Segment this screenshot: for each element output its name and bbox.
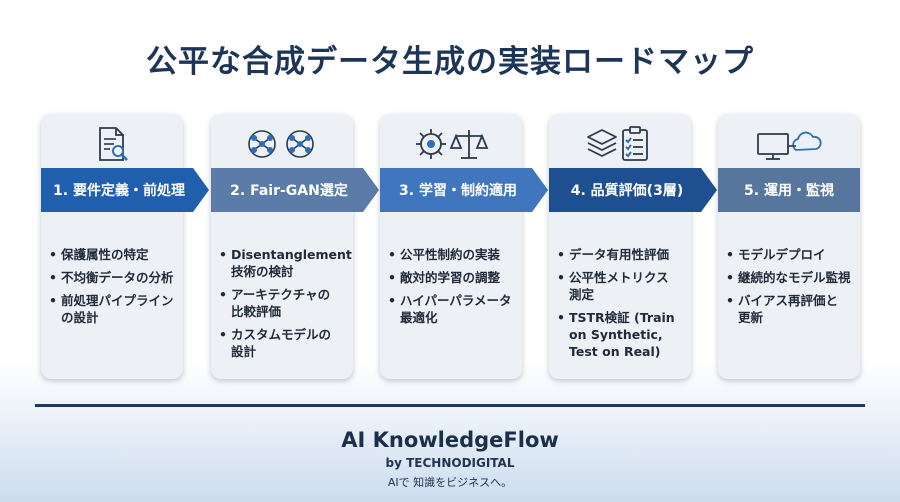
bullet: 保護属性の特定: [49, 246, 175, 263]
step-banner-4: 4. 品質評価(3層): [549, 168, 717, 212]
step-card-3: 公平性制約の実装 敵対的学習の調整 ハイパーパラメータ 最適化: [380, 114, 522, 379]
step-5-bullets: モデルデプロイ 継続的なモデル監視 バイアス再評価と 更新: [726, 246, 852, 332]
divider: [35, 404, 865, 407]
step-card-2: Disentanglement 技術の検討 アーキテクチャの 比較評価 カスタム…: [211, 114, 353, 379]
step-banner-2: 2. Fair-GAN選定: [211, 168, 379, 212]
step-banner-3: 3. 学習・制約適用: [380, 168, 548, 212]
bullet: 敵対的学習の調整: [388, 269, 514, 286]
bullet: 公平性制約の実装: [388, 246, 514, 263]
step-card-1: 保護属性の特定 不均衡データの分析 前処理パイプライン の設計: [41, 114, 183, 379]
step-banner-5: 5. 運用・監視: [718, 168, 860, 212]
page-title: 公平な合成データ生成の実装ロードマップ: [146, 44, 754, 80]
layers-checklist-icon: [549, 124, 691, 164]
bullet: 前処理パイプライン の設計: [49, 292, 175, 326]
bullet: バイアス再評価と 更新: [726, 292, 852, 326]
step-label: 1. 要件定義・前処理: [53, 183, 185, 199]
gear-scale-icon: [380, 124, 522, 164]
neural-network-icon: [211, 124, 353, 164]
brand-name: AI KnowledgeFlow: [341, 428, 559, 452]
bullet: データ有用性評価: [557, 246, 683, 263]
step-card-4: データ有用性評価 公平性メトリクス 測定 TSTR検証 (Train on Sy…: [549, 114, 691, 379]
bullet: TSTR検証 (Train on Synthetic, Test on Real…: [557, 309, 683, 360]
step-1-bullets: 保護属性の特定 不均衡データの分析 前処理パイプライン の設計: [49, 246, 175, 332]
brand-tagline: AIで 知識をビジネスへ。: [387, 476, 513, 489]
brand-byline: by TECHNODIGITAL: [385, 456, 515, 470]
step-label: 3. 学習・制約適用: [399, 183, 517, 199]
bullet: モデルデプロイ: [726, 246, 852, 263]
document-search-icon: [41, 124, 183, 164]
step-banner-1: 1. 要件定義・前処理: [41, 168, 209, 212]
step-3-bullets: 公平性制約の実装 敵対的学習の調整 ハイパーパラメータ 最適化: [388, 246, 514, 332]
bullet: 継続的なモデル監視: [726, 269, 852, 286]
bullet: Disentanglement 技術の検討: [219, 246, 352, 280]
step-2-bullets: Disentanglement 技術の検討 アーキテクチャの 比較評価 カスタム…: [219, 246, 352, 366]
step-card-5: モデルデプロイ 継続的なモデル監視 バイアス再評価と 更新: [718, 114, 860, 379]
roadmap: 保護属性の特定 不均衡データの分析 前処理パイプライン の設計 1. 要件定義・…: [0, 0, 900, 400]
step-4-bullets: データ有用性評価 公平性メトリクス 測定 TSTR検証 (Train on Sy…: [557, 246, 683, 366]
step-label: 4. 品質評価(3層): [570, 183, 684, 199]
bullet: カスタムモデルの 設計: [219, 326, 345, 360]
bullet: 不均衡データの分析: [49, 269, 175, 286]
bullet: 公平性メトリクス 測定: [557, 269, 683, 303]
monitor-cloud-icon: [718, 124, 860, 164]
step-label: 5. 運用・監視: [744, 183, 834, 199]
step-label: 2. Fair-GAN選定: [230, 183, 348, 199]
bullet: ハイパーパラメータ 最適化: [388, 292, 514, 326]
bullet: アーキテクチャの 比較評価: [219, 286, 345, 320]
